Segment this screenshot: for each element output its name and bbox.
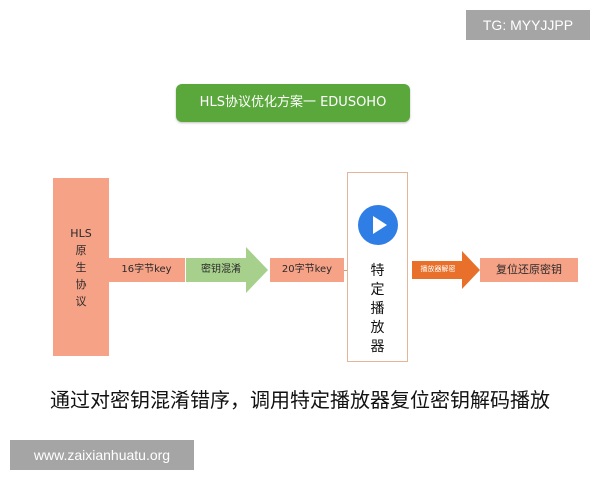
player-label-line: 放 [370, 320, 385, 336]
hls-box-line: 议 [75, 294, 87, 308]
player-label-line: 器 [370, 339, 385, 355]
diagram-title: HLS协议优化方案一 EDUSOHO [176, 84, 410, 122]
player-label-line: 定 [370, 282, 385, 298]
watermark-bottom: www.zaixianhuatu.org [10, 440, 194, 470]
obfuscate-arrow [186, 247, 268, 293]
specific-player-label: 特 定 播 放 器 [347, 262, 408, 357]
restore-key-box: 复位还原密钥 [480, 258, 578, 282]
key-20-byte-box: 20字节key [270, 258, 344, 282]
hls-box-line: 协 [75, 277, 87, 291]
decrypt-arrow [412, 251, 480, 289]
hls-box-line: HLS [70, 226, 92, 240]
watermark-top: TG: MYYJJPP [466, 10, 590, 40]
orange-arrow-shape [412, 251, 480, 289]
decrypt-arrow-label: 播放器解密 [420, 265, 456, 273]
hls-box-line: 生 [75, 260, 87, 274]
green-arrow-shape [186, 247, 268, 293]
diagram-caption: 通过对密钥混淆错序，调用特定播放器复位密钥解码播放 [50, 388, 550, 412]
hls-native-protocol-box: HLS 原 生 协 议 [53, 178, 109, 356]
specific-player-box [347, 172, 408, 362]
connector-line [344, 270, 348, 271]
key-16-byte-box: 16字节key [108, 258, 185, 282]
player-label-line: 特 [370, 263, 385, 279]
play-circle-icon [357, 204, 399, 246]
player-label-line: 播 [370, 301, 385, 317]
obfuscate-arrow-label: 密钥混淆 [201, 264, 241, 275]
hls-box-line: 原 [75, 243, 87, 257]
